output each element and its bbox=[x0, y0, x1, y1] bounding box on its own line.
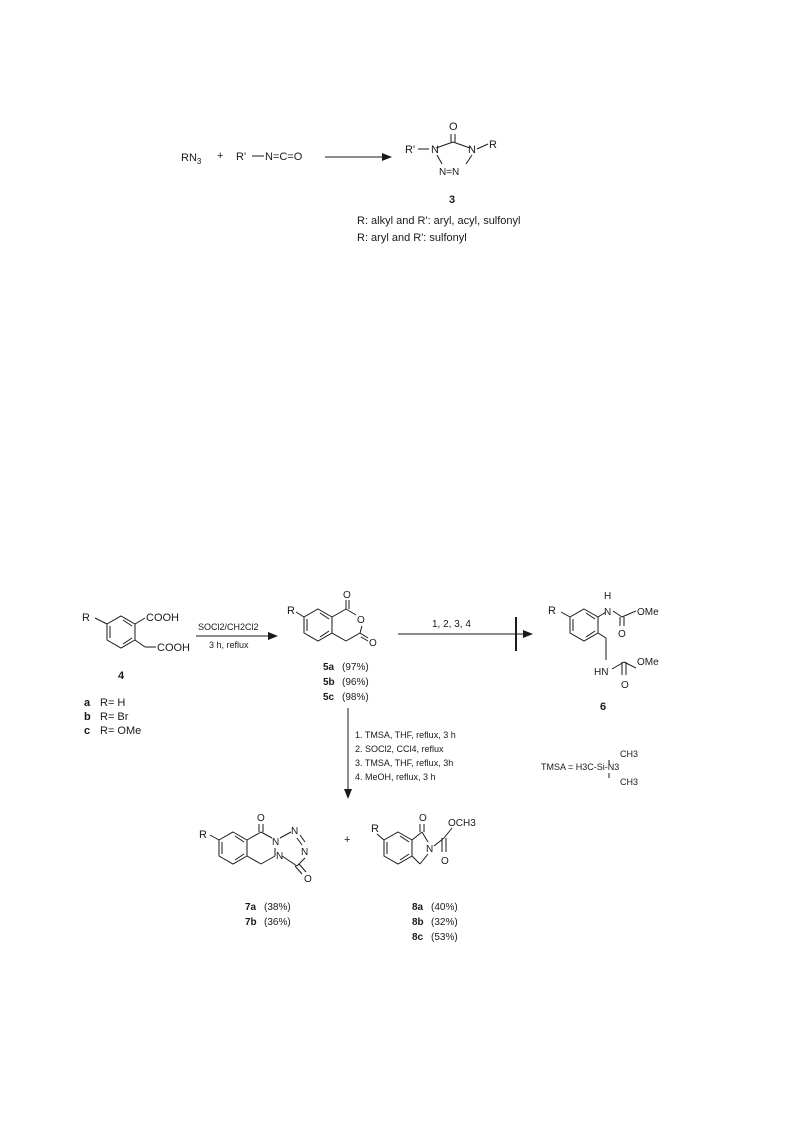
condition-4: 4. MeOH, reflux, 3 h bbox=[355, 772, 436, 782]
atom-O: O bbox=[449, 121, 458, 133]
condition-1: 1. TMSA, THF, reflux, 3 h bbox=[355, 730, 456, 740]
compound-label-8b: 8b bbox=[412, 917, 424, 928]
OMe-top: OMe bbox=[637, 607, 659, 618]
compound-4-structure: R COOH COOH bbox=[82, 612, 190, 654]
compound-label-7a: 7a bbox=[245, 902, 257, 913]
compound-7-structure: R O N N N N O bbox=[199, 813, 312, 885]
compound-8-structure: R O N OCH3 O bbox=[371, 813, 476, 867]
substituent-key-b: b bbox=[84, 711, 91, 723]
atom-N4: N bbox=[468, 144, 476, 156]
yield-8c: (53%) bbox=[431, 932, 458, 943]
tmsa-methyl-bottom: CH3 bbox=[620, 777, 638, 787]
compound-label-4: 4 bbox=[118, 670, 125, 682]
atom-Rprime: R' bbox=[405, 144, 415, 156]
scheme-2: R COOH COOH 4 a R= H b R= Br c R= OMe SO… bbox=[82, 590, 659, 943]
step1-reagent: SOCl2/CH2Cl2 bbox=[198, 622, 259, 632]
compound-7-yields: 7a (38%) 7b (36%) bbox=[245, 902, 291, 928]
atom-O-bottom: O bbox=[621, 680, 629, 691]
substituent-value-a: R= H bbox=[100, 697, 125, 709]
condition-3: 3. TMSA, THF, reflux, 3h bbox=[355, 758, 453, 768]
isocyanate-group: N=C=O bbox=[265, 151, 303, 163]
yield-5c: (98%) bbox=[342, 692, 369, 703]
compound-8-yields: 8a (40%) 8b (32%) 8c (53%) bbox=[412, 902, 458, 943]
OMe-bottom: OMe bbox=[637, 657, 659, 668]
OCH3-group: OCH3 bbox=[448, 818, 476, 829]
substituent-value-c: R= OMe bbox=[100, 725, 141, 737]
yield-5a: (97%) bbox=[342, 662, 369, 673]
compound-label-6: 6 bbox=[600, 701, 606, 713]
substituent-R: R bbox=[371, 823, 379, 835]
substituent-note-1: R: alkyl and R': aryl, acyl, sulfonyl bbox=[357, 215, 521, 227]
compound-label-5b: 5b bbox=[323, 677, 335, 688]
tmsa-formula: TMSA = H3C-Si-N3 bbox=[541, 762, 619, 772]
compound-5-structure: R O O O bbox=[287, 590, 377, 649]
condition-2: 2. SOCl2, CCl4, reflux bbox=[355, 744, 444, 754]
atom-O-bottom: O bbox=[304, 874, 312, 885]
cooh-bottom: COOH bbox=[157, 642, 190, 654]
step1-conditions: 3 h, reflux bbox=[209, 640, 249, 650]
ring-N-N: N=N bbox=[439, 167, 459, 178]
compound-label-8c: 8c bbox=[412, 932, 424, 943]
compound-6-structure: R H N OMe O HN OMe O bbox=[548, 591, 659, 691]
atom-O-bottom: O bbox=[441, 856, 449, 867]
compound-label-7b: 7b bbox=[245, 917, 257, 928]
atom-O-top: O bbox=[618, 629, 626, 640]
yield-8b: (32%) bbox=[431, 917, 458, 928]
product-3-structure: O R' N N R N=N bbox=[405, 121, 497, 178]
substituent-R: R bbox=[548, 605, 556, 617]
compound-label-8a: 8a bbox=[412, 902, 424, 913]
cooh-top: COOH bbox=[146, 612, 179, 624]
substituent-note-2: R: aryl and R': sulfonyl bbox=[357, 232, 467, 244]
atom-H-top: H bbox=[604, 591, 611, 602]
atom-N-top: N bbox=[604, 607, 611, 618]
plus-sign: + bbox=[217, 150, 223, 162]
atom-N-b: N bbox=[276, 851, 283, 862]
atom-O-top: O bbox=[419, 813, 427, 824]
HN-group: HN bbox=[594, 667, 608, 678]
atom-O-top: O bbox=[343, 590, 351, 601]
tmsa-definition: CH3 TMSA = H3C-Si-N3 CH3 bbox=[541, 749, 638, 787]
compound-label-5a: 5a bbox=[323, 662, 335, 673]
substituent-R: R bbox=[199, 829, 207, 841]
atom-O-top: O bbox=[257, 813, 265, 824]
atom-N: N bbox=[426, 844, 433, 855]
substituent-key-a: a bbox=[84, 697, 91, 709]
substituent-R: R bbox=[287, 605, 295, 617]
compound-5-yields: 5a (97%) 5b (96%) 5c (98%) bbox=[323, 662, 369, 703]
tmsa-methyl-top: CH3 bbox=[620, 749, 638, 759]
substituent-value-b: R= Br bbox=[100, 711, 129, 723]
atom-N-ring: N bbox=[272, 837, 279, 848]
atom-N-a: N bbox=[291, 826, 298, 837]
atom-N-eq: N bbox=[301, 847, 308, 858]
compound-label-5c: 5c bbox=[323, 692, 335, 703]
reaction-conditions: 1. TMSA, THF, reflux, 3 h 2. SOCl2, CCl4… bbox=[355, 730, 456, 782]
substituent-legend: a R= H b R= Br c R= OMe bbox=[84, 697, 141, 737]
atom-O-ring: O bbox=[357, 615, 365, 626]
atom-N1: N bbox=[431, 144, 439, 156]
yield-7a: (38%) bbox=[264, 902, 291, 913]
plus-sign: + bbox=[344, 834, 350, 846]
azide-reactant: RN3 bbox=[181, 152, 202, 166]
yield-8a: (40%) bbox=[431, 902, 458, 913]
yield-5b: (96%) bbox=[342, 677, 369, 688]
atom-O-bottom: O bbox=[369, 638, 377, 649]
isocyanate-rprime: R' bbox=[236, 151, 246, 163]
scheme-1: RN3 + R' N=C=O O R' N N R N=N 3 R: alkyl… bbox=[181, 121, 521, 244]
blocked-arrow-label: 1, 2, 3, 4 bbox=[432, 619, 471, 630]
yield-7b: (36%) bbox=[264, 917, 291, 928]
atom-R: R bbox=[489, 139, 497, 151]
substituent-R: R bbox=[82, 612, 90, 624]
compound-label-3: 3 bbox=[449, 194, 455, 206]
substituent-key-c: c bbox=[84, 725, 90, 737]
